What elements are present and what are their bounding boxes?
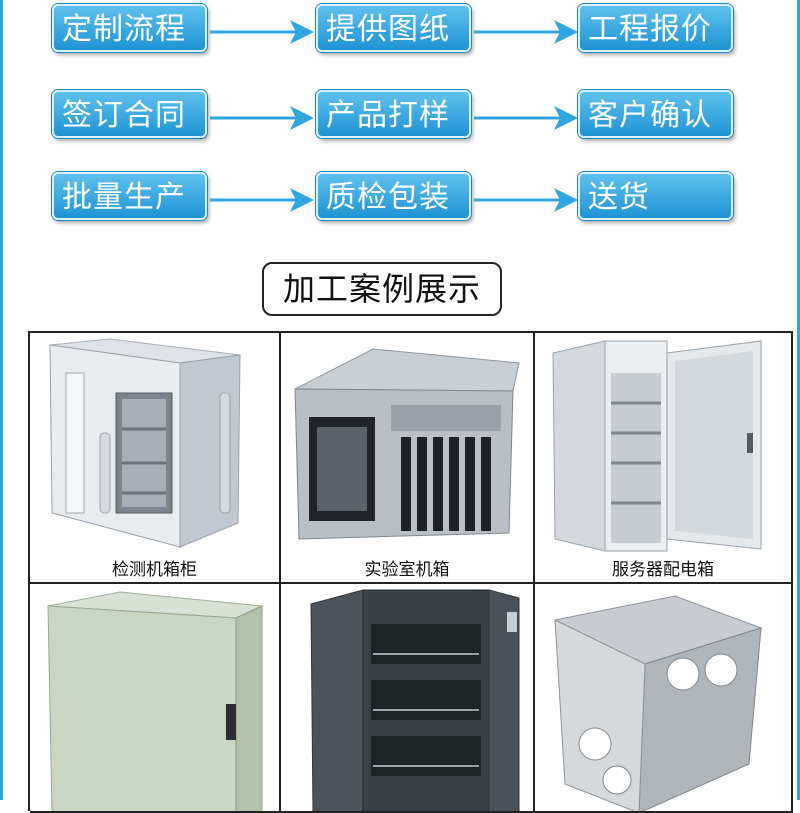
arrow-right-icon xyxy=(474,20,578,44)
frame-right-border xyxy=(797,0,800,800)
step-sample: 产品打样 xyxy=(316,90,471,138)
step-provide-drawings: 提供图纸 xyxy=(316,4,471,52)
step-sign-contract: 签订合同 xyxy=(52,90,207,138)
arrow-right-icon xyxy=(474,106,578,130)
frame-left-border xyxy=(0,0,3,800)
flow-row-3: 批量生产 质检包装 送货 xyxy=(0,172,800,228)
gallery-item-server-cabinet[interactable]: 服务器配电箱 xyxy=(535,333,793,584)
step-customer-confirm: 客户确认 xyxy=(578,90,733,138)
outdoor-cabinet-image xyxy=(47,591,264,811)
step-inspection-packing: 质检包装 xyxy=(316,172,471,220)
flow-row-2: 签订合同 产品打样 客户确认 xyxy=(0,90,800,146)
arrow-right-icon xyxy=(474,188,578,212)
server-cabinet-image xyxy=(552,340,762,552)
flow-row-1: 定制流程 提供图纸 工程报价 xyxy=(0,4,800,60)
gallery-caption: 实验室机箱 xyxy=(364,560,450,580)
step-custom-process: 定制流程 xyxy=(52,4,207,52)
gallery-item-charging-cabinet[interactable] xyxy=(281,584,535,813)
step-mass-production: 批量生产 xyxy=(52,172,207,220)
arrow-right-icon xyxy=(210,20,314,44)
gallery-caption: 检测机箱柜 xyxy=(112,560,197,580)
test-cabinet-image xyxy=(49,338,241,548)
charging-cabinet-image xyxy=(310,589,520,811)
gallery-item-outdoor-cabinet[interactable] xyxy=(30,584,281,813)
step-delivery: 送货 xyxy=(578,172,733,220)
gallery-caption: 服务器配电箱 xyxy=(612,560,714,580)
gallery-item-test-cabinet[interactable]: 检测机箱柜 xyxy=(30,333,281,584)
case-gallery: 检测机箱柜 实验室机箱 xyxy=(28,331,793,813)
lab-chassis-image xyxy=(294,348,520,540)
arrow-right-icon xyxy=(210,106,314,130)
gallery-item-metal-bracket[interactable] xyxy=(535,584,793,813)
gallery-item-lab-chassis[interactable]: 实验室机箱 xyxy=(281,333,535,584)
metal-bracket-image xyxy=(553,595,763,811)
step-quotation: 工程报价 xyxy=(578,4,733,52)
section-title: 加工案例展示 xyxy=(262,262,502,316)
arrow-right-icon xyxy=(210,188,314,212)
